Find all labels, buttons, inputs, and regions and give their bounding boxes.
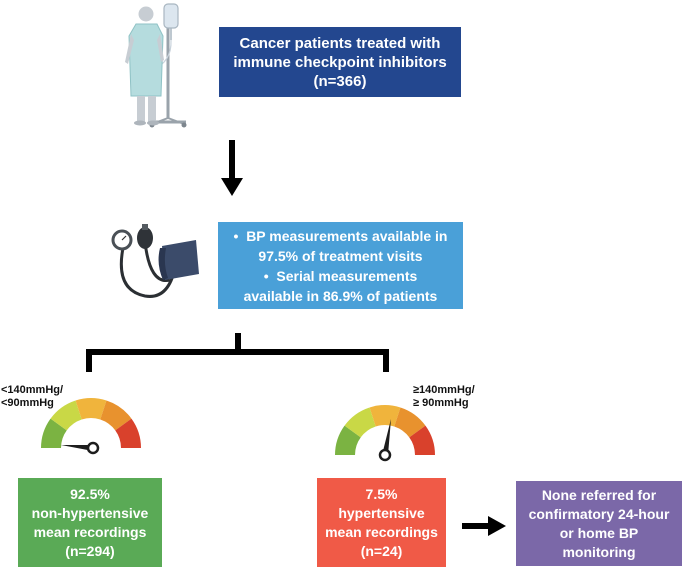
hypertensive-percent: 7.5% — [365, 485, 398, 502]
hypertensive-sublabel: mean recordings — [325, 523, 438, 540]
non-hypertensive-box: 92.5% non-hypertensive mean recordings (… — [18, 478, 162, 567]
non-hypertensive-sublabel: mean recordings — [33, 523, 147, 540]
cohort-line-3: (n=366) — [313, 72, 367, 90]
threshold-low-line-2: <90mmHg — [1, 397, 54, 409]
bp-bullet-2: • Serial measurements available in 86.9%… — [234, 266, 448, 306]
outcome-line-3: or home BP — [559, 524, 639, 541]
sphygmomanometer-icon — [111, 224, 199, 298]
outcome-line-2: confirmatory 24-hour — [528, 505, 670, 522]
threshold-high-line-2: ≥ 90mmHg — [413, 397, 469, 409]
non-hypertensive-label: non-hypertensive — [31, 504, 149, 521]
gauge-low-icon — [41, 398, 141, 455]
down-arrow-icon — [221, 140, 243, 196]
threshold-low-label: <140mmHg/ <90mmHg — [1, 384, 63, 410]
bp-bullet-1-line-1: • BP measurements available in — [233, 227, 448, 244]
outcome-line-4: monitoring — [562, 543, 636, 560]
hypertensive-count: (n=24) — [360, 542, 403, 559]
patient-iv-drip-icon — [125, 3, 187, 128]
threshold-high-line-1: ≥140mmHg/ — [413, 384, 475, 396]
bp-measurements-box: • BP measurements available in 97.5% of … — [218, 222, 463, 309]
hypertensive-label: hypertensive — [338, 504, 425, 521]
outcome-box: None referred for confirmatory 24-hour o… — [516, 481, 682, 566]
bp-bullet-1: • BP measurements available in 97.5% of … — [234, 226, 448, 266]
outcome-line-1: None referred for — [541, 486, 657, 503]
bp-bullet-2-line-1: • Serial measurements — [263, 267, 418, 284]
threshold-low-line-1: <140mmHg/ — [1, 384, 64, 396]
gauge-high-icon — [335, 405, 435, 462]
bp-bullet-2-line-2: available in 86.9% of patients — [243, 287, 438, 304]
non-hypertensive-percent: 92.5% — [70, 485, 110, 502]
bp-bullet-list: • BP measurements available in 97.5% of … — [234, 226, 448, 306]
right-arrow-icon — [462, 516, 506, 536]
cohort-line-2: immune checkpoint inhibitors — [233, 53, 447, 71]
cohort-line-1: Cancer patients treated with — [239, 34, 441, 52]
split-bracket — [86, 333, 389, 372]
bp-bullet-1-line-2: 97.5% of treatment visits — [258, 247, 423, 264]
hypertensive-box: 7.5% hypertensive mean recordings (n=24) — [317, 478, 446, 567]
cohort-box: Cancer patients treated with immune chec… — [219, 27, 461, 97]
threshold-high-label: ≥140mmHg/ ≥ 90mmHg — [413, 384, 475, 410]
non-hypertensive-count: (n=294) — [65, 542, 115, 559]
